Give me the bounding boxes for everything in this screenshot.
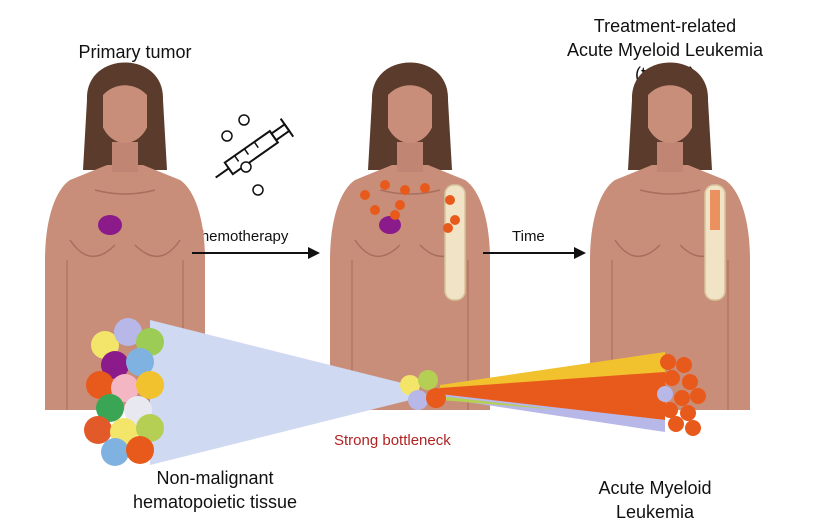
bone-icon bbox=[444, 184, 466, 301]
time-label: Time bbox=[512, 228, 545, 245]
aml-line1: Acute Myeloid bbox=[598, 478, 712, 498]
t-aml-title-line2: Acute Myeloid Leukemia bbox=[566, 40, 764, 60]
nonmalignant-label: Non-malignant hematopoietic tissue bbox=[105, 466, 325, 514]
aml-line2: Leukemia bbox=[615, 502, 695, 522]
figure-t-aml bbox=[589, 61, 751, 411]
tumor-mass bbox=[98, 215, 122, 235]
t-aml-title-line1: Treatment-related bbox=[593, 16, 737, 36]
time-arrow bbox=[483, 247, 586, 259]
tumor-mass-treated bbox=[379, 216, 401, 234]
nonmalignant-line1: Non-malignant bbox=[156, 468, 274, 488]
clone-cluster-bottleneck bbox=[400, 370, 446, 410]
bottleneck-label: Strong bottleneck bbox=[334, 432, 451, 449]
chemotherapy-arrow bbox=[192, 247, 320, 259]
clone-cluster-leukemia bbox=[657, 354, 706, 436]
leukemia-expansion-streams bbox=[440, 352, 665, 432]
figure-primary-tumor bbox=[44, 61, 206, 411]
syringe-icon bbox=[215, 118, 295, 179]
aml-label: Acute Myeloid Leukemia bbox=[570, 476, 740, 524]
diversity-funnel bbox=[150, 320, 410, 465]
chemo-damage-stars bbox=[360, 180, 460, 233]
chemotherapy-label: Chemotherapy bbox=[190, 228, 289, 245]
nonmalignant-line2: hematopoietic tissue bbox=[132, 492, 298, 512]
clone-cluster-nonmalignant bbox=[84, 318, 164, 466]
figure-after-chemotherapy bbox=[329, 61, 491, 411]
drug-molecule-icons bbox=[221, 114, 264, 196]
primary-tumor-label: Primary tumor bbox=[78, 42, 192, 62]
